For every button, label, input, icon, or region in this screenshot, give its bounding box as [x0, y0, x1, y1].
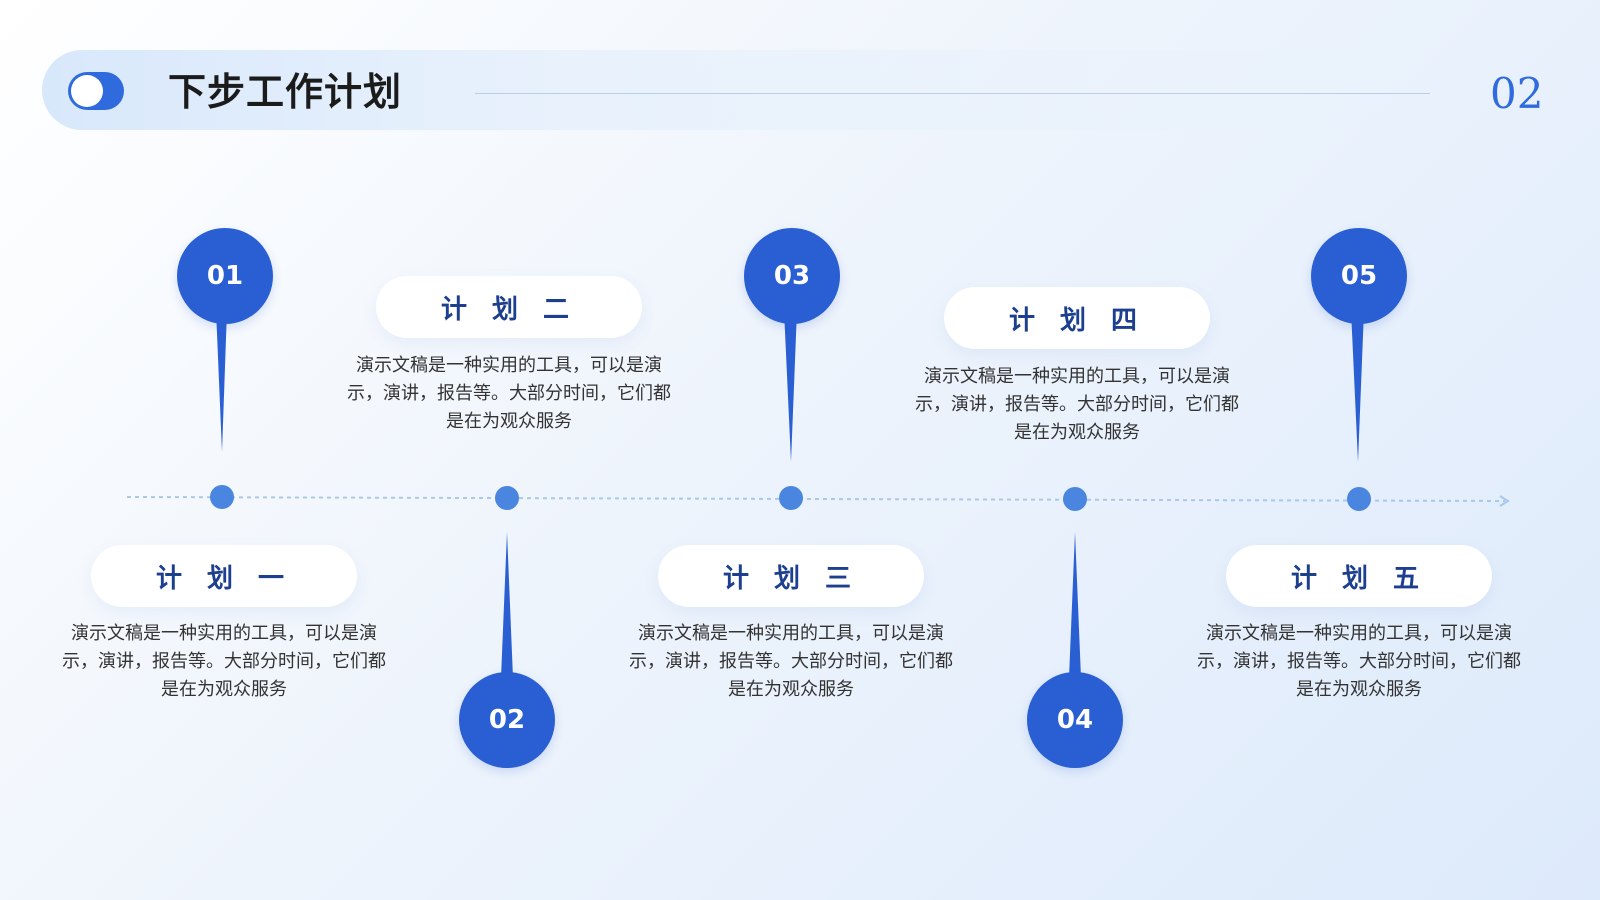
timeline-line [126, 496, 1506, 502]
plan-title-04: 计 划 四 [944, 287, 1210, 349]
timeline-dot-03 [779, 486, 803, 510]
timeline-dot-01 [210, 485, 234, 509]
node-circle-05: 05 [1311, 228, 1407, 324]
plan-title-05: 计 划 五 [1226, 545, 1492, 607]
header-bar [42, 50, 1442, 130]
header-divider [475, 93, 1430, 94]
timeline-dot-02 [495, 486, 519, 510]
toggle-icon [68, 72, 124, 110]
plan-desc-05: 演示文稿是一种实用的工具，可以是演示，演讲，报告等。大部分时间，它们都是在为观众… [1197, 623, 1521, 700]
plan-title-01: 计 划 一 [91, 545, 357, 607]
timeline-dot-05 [1347, 487, 1371, 511]
page-number: 02 [1490, 69, 1544, 118]
stem-04 [1069, 532, 1081, 678]
plan-desc-01: 演示文稿是一种实用的工具，可以是演示，演讲，报告等。大部分时间，它们都是在为观众… [62, 623, 386, 700]
stem-02 [501, 532, 513, 678]
node-circle-02: 02 [459, 672, 555, 768]
toggle-knob [71, 75, 103, 107]
plan-desc-04: 演示文稿是一种实用的工具，可以是演示，演讲，报告等。大部分时间，它们都是在为观众… [915, 366, 1239, 443]
stem-03 [784, 310, 797, 462]
plan-title-03: 计 划 三 [658, 545, 924, 607]
page-title: 下步工作计划 [168, 70, 403, 114]
plan-desc-03: 演示文稿是一种实用的工具，可以是演示，演讲，报告等。大部分时间，它们都是在为观众… [629, 623, 953, 700]
plan-title-02: 计 划 二 [376, 276, 642, 338]
stem-05 [1351, 310, 1364, 462]
timeline-dot-04 [1063, 487, 1087, 511]
stem-01 [216, 310, 227, 452]
node-circle-03: 03 [744, 228, 840, 324]
plan-desc-02: 演示文稿是一种实用的工具，可以是演示，演讲，报告等。大部分时间，它们都是在为观众… [347, 355, 671, 432]
timeline-arrow-icon [1499, 495, 1510, 507]
node-circle-01: 01 [177, 228, 273, 324]
node-circle-04: 04 [1027, 672, 1123, 768]
